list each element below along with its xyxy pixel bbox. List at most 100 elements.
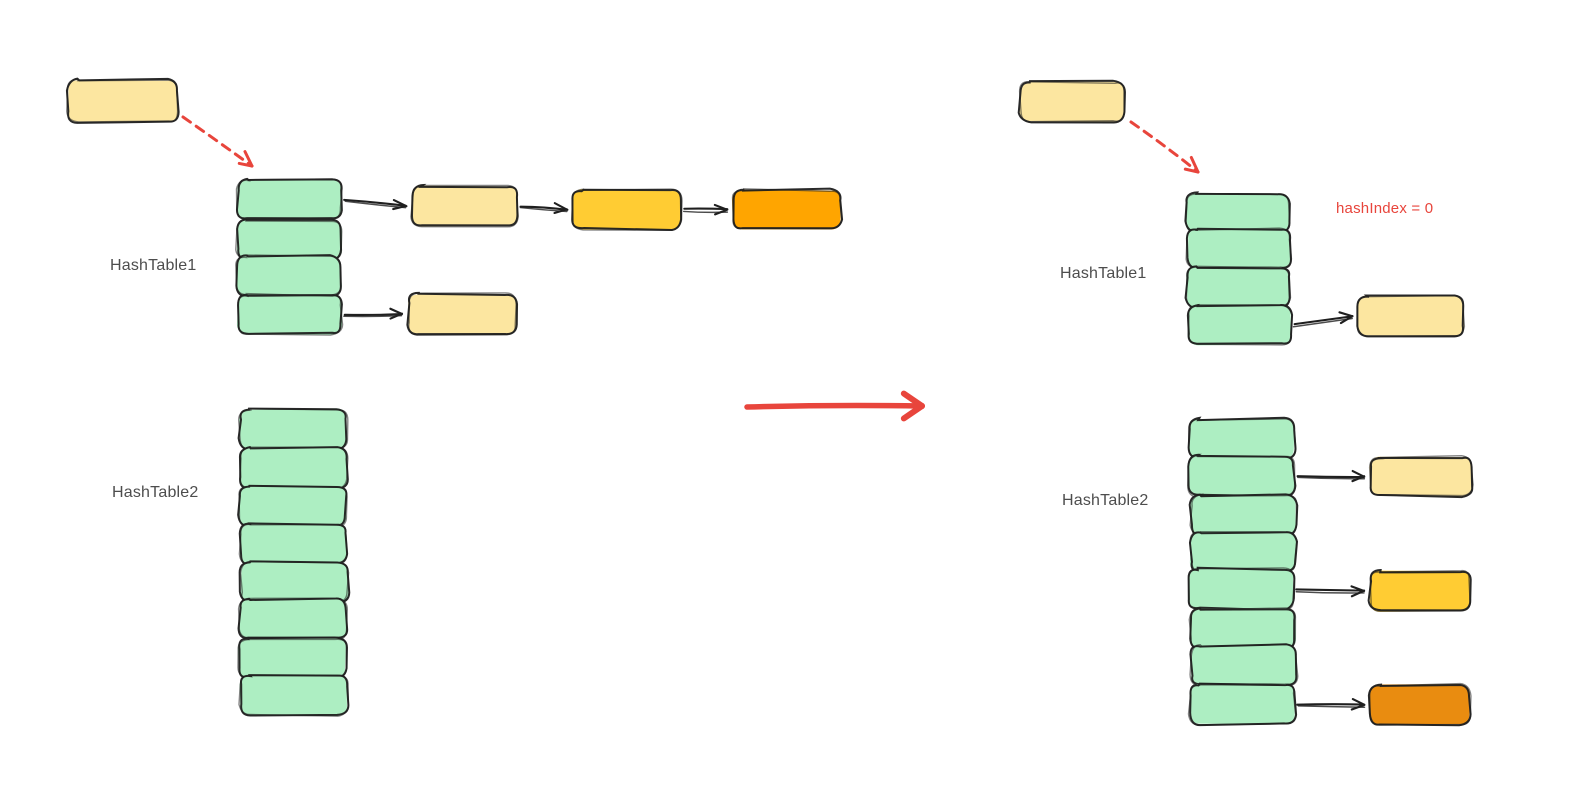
left-hashtable2-slot-6 xyxy=(237,597,349,641)
right-hashtable2-chain-3-arrow-1 xyxy=(1296,698,1366,711)
right-hashtable2-chain-2-arrow-1-shaft xyxy=(1295,588,1365,592)
left-hashtable1-slot-1 xyxy=(235,177,343,221)
right-hashtable2-slot-3-fill xyxy=(1190,494,1296,536)
left-hashtable1-chain-1-arrow-3-head-0 xyxy=(713,203,728,211)
left-hashtable1-chain-2-node-1-outline xyxy=(408,292,517,336)
right-hashtable2-slot-2-fill xyxy=(1188,455,1295,497)
left-hashtable1-chain-2-node-1-fill xyxy=(408,293,517,335)
left-hashtable1-slot-3 xyxy=(235,254,342,298)
right-hashtable2-slot-7-fill xyxy=(1191,644,1297,687)
right-hashtable1-slot-3 xyxy=(1184,265,1292,310)
left-hashtable1-slot-2-fill xyxy=(236,220,343,260)
right-incoming-dashed-arrow-head-0 xyxy=(1189,155,1200,174)
right-hashtable2-slot-4-fill xyxy=(1189,531,1297,573)
right-hashtable2-chain-3-arrow-1-head-1 xyxy=(1350,703,1366,711)
right-hashtable2-slot-3 xyxy=(1188,493,1299,537)
left-hashtable1-chain-1-node-1-outline xyxy=(410,184,519,228)
right-hashtable2-chain-2-arrow-1-head-0 xyxy=(1350,585,1366,593)
right-hashtable1-chain-1-node-1-outline xyxy=(1356,294,1466,338)
left-hashtable1-chain-1-node-2 xyxy=(570,188,683,232)
right-hashtable1-chain-1-arrow-1-head-1 xyxy=(1339,315,1354,325)
left-incoming-entry-box-outline xyxy=(66,78,179,123)
right-hashtable2-chain-3-node-1-fill xyxy=(1369,684,1471,725)
left-hashtable1-chain-1-arrow-3 xyxy=(682,203,729,216)
right-hashtable1-slot-1-fill xyxy=(1185,193,1290,233)
left-hashtable2-slot-8 xyxy=(238,674,350,717)
left-hashtable1-chain-2-arrow-1 xyxy=(343,307,404,320)
left-hashtable2-slot-5-fill xyxy=(241,561,349,603)
right-hashtable2-chain-3-arrow-1-shaft xyxy=(1296,703,1365,706)
right-incoming-dashed-arrow xyxy=(1129,120,1200,174)
left-hashtable2-slot-2-fill xyxy=(239,447,348,489)
right-hashtable2-chain-2-node-1-outline xyxy=(1369,569,1471,613)
right-hashtable2-slot-6-fill xyxy=(1189,608,1296,650)
left-hashtable2-slot-5 xyxy=(238,560,351,605)
hashtable2-right-label: HashTable2 xyxy=(1062,492,1149,509)
left-hashtable1-chain-1-arrow-1-head-1 xyxy=(392,204,407,211)
left-incoming-dashed-arrow-head-1 xyxy=(237,161,254,168)
left-hashtable1-chain-1-node-1 xyxy=(410,183,519,228)
transition-arrow xyxy=(744,390,925,422)
right-hashtable2-chain-1-arrow-1-shaft xyxy=(1296,475,1365,479)
hash-index-annotation: hashIndex = 0 xyxy=(1336,200,1434,217)
right-hashtable2-chain-3-node-1-outline xyxy=(1369,682,1472,726)
left-hashtable1-chain-1-node-1-fill xyxy=(412,185,519,227)
left-hashtable1-chain-1-arrow-2 xyxy=(519,202,569,215)
left-incoming-dashed-arrow-shaft xyxy=(181,115,254,168)
right-incoming-entry-box-outline xyxy=(1018,81,1125,123)
left-hashtable1-chain-2-arrow-1-head-1 xyxy=(389,312,404,320)
right-hashtable2-slot-8-fill xyxy=(1189,683,1295,725)
right-hashtable1-slot-4-outline xyxy=(1187,304,1293,346)
left-hashtable2-slot-6-fill xyxy=(239,598,348,639)
hashtable2-left-label: HashTable2 xyxy=(112,484,199,501)
left-hashtable2-slot-3-fill xyxy=(239,485,347,526)
right-hashtable1-slot-3-fill xyxy=(1186,266,1290,308)
right-hashtable2-chain-3-arrow-1-head-0 xyxy=(1351,698,1366,706)
right-hashtable1-chain-1-node-1 xyxy=(1356,294,1466,338)
right-hashtable1-chain-1-arrow-1 xyxy=(1292,311,1354,328)
right-hashtable1-slot-2-fill xyxy=(1188,228,1292,269)
left-hashtable1-chain-2-arrow-1-shaft xyxy=(343,313,403,317)
left-hashtable1-slot-4-outline xyxy=(237,292,344,336)
left-hashtable1-chain-1-node-3 xyxy=(731,187,844,230)
right-hashtable2-slot-8 xyxy=(1187,682,1298,727)
right-hashtable2-slot-5-fill xyxy=(1187,568,1294,609)
right-hashtable2-chain-2-arrow-1 xyxy=(1295,585,1366,598)
left-hashtable1-chain-1-arrow-2-head-0 xyxy=(553,202,569,211)
left-hashtable1-chain-1-node-2-outline xyxy=(570,188,683,231)
right-hashtable2-chain-1-node-1 xyxy=(1368,455,1474,499)
left-hashtable2-slot-8-outline xyxy=(238,674,350,717)
hashtable1-left-label: HashTable1 xyxy=(110,257,197,274)
left-incoming-dashed-arrow-head-0 xyxy=(243,150,254,168)
right-hashtable2-chain-1-arrow-1-head-1 xyxy=(1351,475,1366,483)
left-hashtable1-slot-1-outline xyxy=(235,178,343,221)
left-hashtable1-chain-1-arrow-2-head-1 xyxy=(553,208,568,215)
left-hashtable1-chain-1-arrow-3-shaft xyxy=(682,210,729,214)
left-hashtable1-chain-2-node-1 xyxy=(406,291,519,336)
left-hashtable2-slot-1-fill xyxy=(239,408,347,450)
right-hashtable2-chain-1-arrow-1-head-0 xyxy=(1351,469,1366,478)
right-hashtable2-slot-4 xyxy=(1188,530,1299,574)
left-hashtable1-chain-1-arrow-3-head-1 xyxy=(714,208,729,216)
left-hashtable2-slot-4-fill xyxy=(240,523,347,565)
right-hashtable2-slot-2 xyxy=(1187,453,1297,498)
left-hashtable1-chain-1-node-3-fill xyxy=(732,189,841,230)
right-hashtable2-slot-6 xyxy=(1188,607,1297,651)
right-hashtable1-slot-1 xyxy=(1184,191,1291,235)
right-hashtable2-chain-2-node-1 xyxy=(1367,568,1472,613)
left-hashtable1-slot-1-fill xyxy=(237,180,343,220)
left-hashtable1-chain-1-arrow-1-shaft xyxy=(343,198,407,207)
left-hashtable2-slot-1 xyxy=(237,407,349,451)
transition-arrow-head-1 xyxy=(900,403,925,422)
right-hashtable2-chain-1-arrow-1 xyxy=(1296,469,1366,483)
right-hashtable2-chain-3-arrow-1-shaft xyxy=(1297,705,1366,709)
left-incoming-entry-box xyxy=(65,77,180,124)
right-hashtable1-slot-4-fill xyxy=(1187,304,1292,346)
right-incoming-dashed-arrow-shaft xyxy=(1129,120,1200,174)
right-hashtable2-chain-1-node-1-fill xyxy=(1369,456,1473,497)
left-incoming-entry-box-fill xyxy=(68,80,178,122)
right-hashtable1-slot-4 xyxy=(1186,303,1294,346)
left-hashtable1-chain-1-arrow-1 xyxy=(343,198,408,211)
left-hashtable1-chain-1-arrow-1-head-0 xyxy=(392,198,408,208)
